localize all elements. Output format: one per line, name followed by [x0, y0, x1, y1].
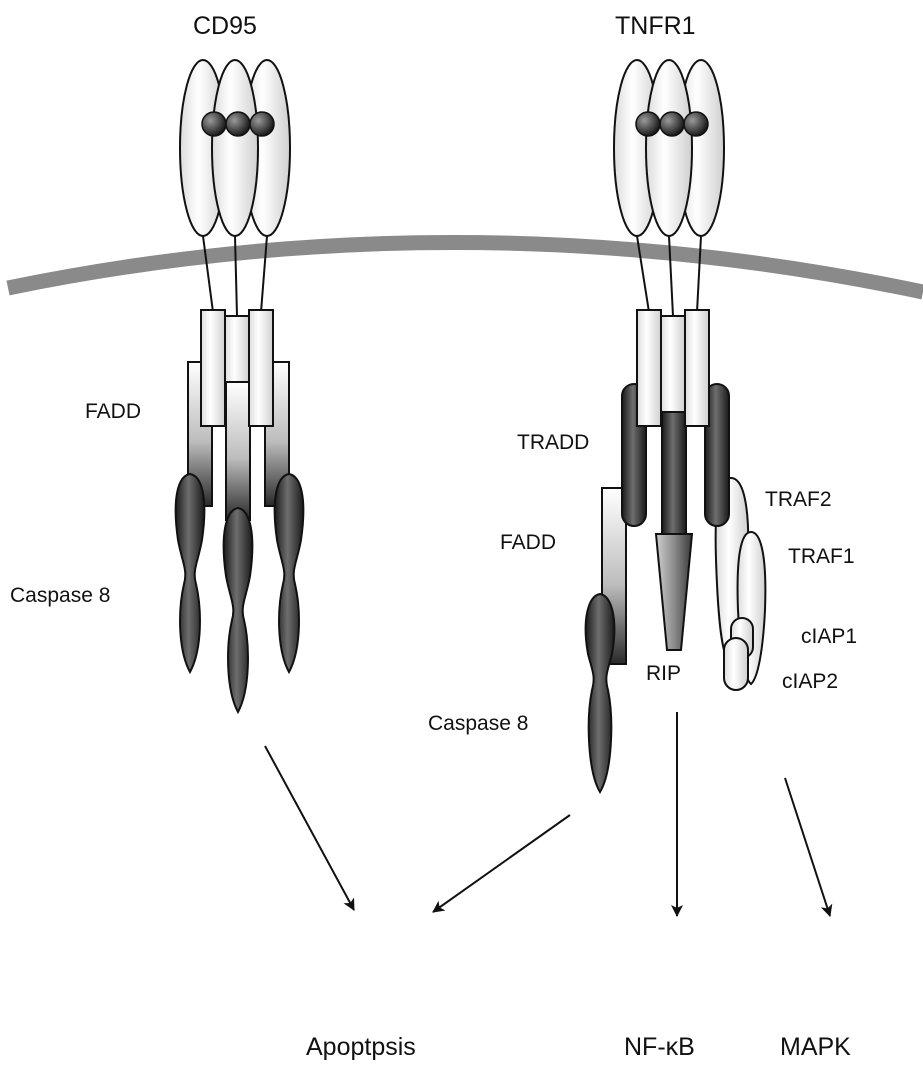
ciap1-label: cIAP1: [801, 625, 857, 648]
rip-label: RIP: [646, 662, 681, 685]
ciap2-label: cIAP2: [782, 670, 838, 693]
arrow-tnfr1-apoptosis: [433, 815, 570, 912]
traf2-label: TRAF2: [765, 488, 832, 511]
cd95-ligand-ball: [202, 112, 226, 136]
tnfr1-caspase8-label: Caspase 8: [428, 712, 528, 735]
tradd-label: TRADD: [517, 431, 589, 454]
rip-kinase-shape: [656, 534, 692, 650]
cd95-caspase8-shape: [224, 508, 253, 712]
arrow-traf-mapk: [785, 778, 830, 916]
cd95-ligand-ball: [226, 112, 250, 136]
cd95-caspase8-shape: [275, 474, 304, 672]
cd95-complex: [176, 60, 304, 712]
tnfr1-ligand-ball: [684, 112, 708, 136]
cd95-death-domain: [249, 310, 273, 426]
tnfr1-ligand-ball: [636, 112, 660, 136]
tnfr1-stalk: [697, 236, 701, 312]
cd95-title: CD95: [193, 12, 257, 40]
tnfr1-ligand-ball: [660, 112, 684, 136]
cd95-extracellular-domain-2: [212, 60, 258, 236]
cell-membrane: [8, 242, 923, 292]
traf1-label: TRAF1: [788, 545, 855, 568]
tnfr1-caspase8-shape: [586, 594, 615, 792]
rip-shape: [662, 403, 686, 535]
mapk-label: MAPK: [780, 1033, 851, 1061]
nfkb-label: NF-κB: [624, 1033, 695, 1061]
apoptosis-label: Apoptpsis: [306, 1033, 416, 1061]
cd95-ligand-ball: [250, 112, 274, 136]
tnfr1-fadd-label: FADD: [500, 531, 556, 554]
ciap2-shape: [724, 638, 748, 690]
cd95-fadd-shape: [226, 382, 250, 520]
tnfr1-death-domain: [637, 310, 661, 426]
tnfr1-death-domain: [685, 310, 709, 426]
cd95-stalk: [203, 236, 213, 312]
tnfr1-extracellular-domain-2: [646, 60, 692, 236]
tnfr1-death-domain: [661, 316, 685, 412]
cd95-death-domain: [201, 310, 225, 426]
cd95-fadd-label: FADD: [85, 400, 141, 423]
arrow-cd95-apoptosis: [265, 746, 354, 910]
tnfr1-title: TNFR1: [615, 12, 696, 40]
cd95-caspase8-shape: [176, 474, 205, 672]
cd95-death-domain: [225, 316, 249, 382]
cd95-caspase8-label: Caspase 8: [10, 584, 110, 607]
